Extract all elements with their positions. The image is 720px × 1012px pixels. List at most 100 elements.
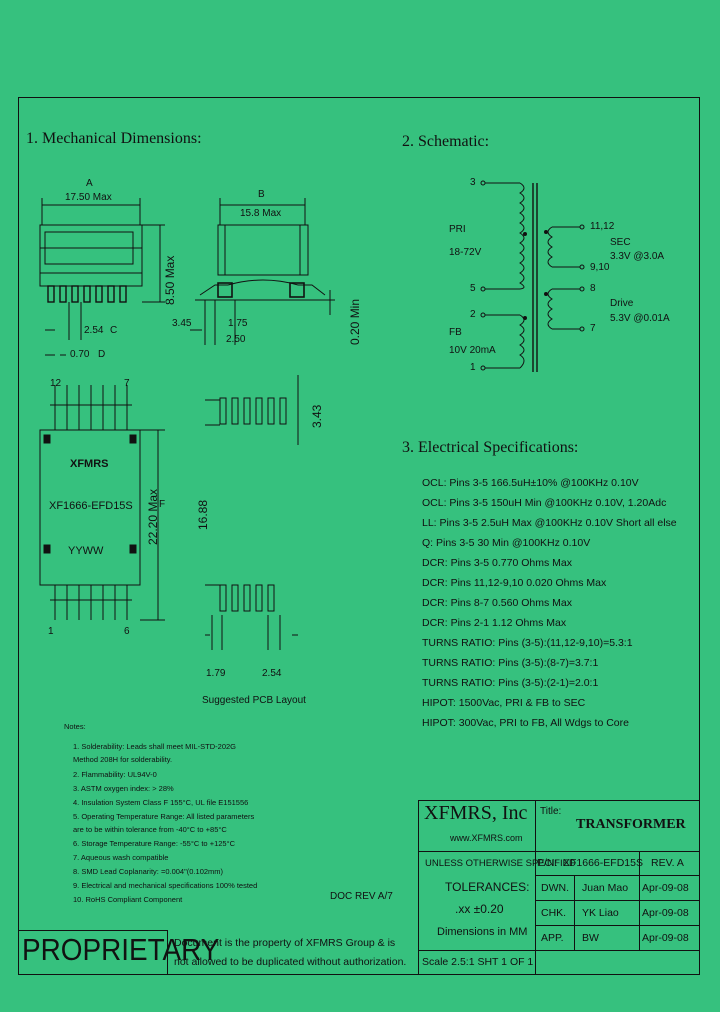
schem-pri: PRI [449, 224, 466, 235]
chk-name: YK Liao [582, 907, 619, 919]
chk-label: CHK. [541, 907, 567, 919]
front-view [39, 198, 165, 356]
note-line: 7. Aqueous wash compatible [73, 853, 169, 862]
schem-sec: SEC [610, 237, 631, 248]
pn-label: P/N: [537, 857, 558, 869]
doc-revision: DOC REV A/7 [330, 891, 393, 902]
spec-line: DCR: Pins 3-5 0.770 Ohms Max [422, 557, 572, 569]
dwn-label: DWN. [541, 882, 569, 894]
spec-line: DCR: Pins 8-7 0.560 Ohms Max [422, 597, 572, 609]
drawing-frame [18, 97, 700, 975]
dwn-name: Juan Mao [582, 882, 629, 894]
proprietary-box [18, 930, 168, 975]
pin-7-label: 7 [124, 378, 130, 389]
spec-line: TURNS RATIO: Pins (3-5):(2-1)=2.0:1 [422, 677, 599, 689]
dim-top-length: 22.20 Max [146, 488, 160, 545]
spec-line: LL: Pins 3-5 2.5uH Max @100KHz 0.10V Sho… [422, 517, 677, 529]
note-line: 8. SMD Lead Coplanarity: =0.004"(0.102mm… [73, 867, 224, 876]
schem-pin-11-12: 11,12 [590, 221, 615, 232]
dim-c-value: 2.54 [84, 325, 104, 336]
note-line: 10. RoHS Compliant Component [73, 895, 183, 904]
schem-pin-3: 3 [470, 177, 476, 188]
note-line: Method 208H for solderability. [73, 755, 173, 764]
title-label: Title: [540, 806, 562, 817]
app-label: APP. [541, 932, 564, 944]
app-date: Apr-09-08 [642, 932, 689, 944]
note-line: 1. Solderability: Leads shall meet MIL-S… [73, 742, 236, 751]
spec-line: OCL: Pins 3-5 150uH Min @100KHz 0.10V, 1… [422, 497, 667, 509]
dim-b-value: 15.8 Max [240, 208, 282, 219]
spec-line: Q: Pins 3-5 30 Min @100KHz 0.10V [422, 537, 591, 549]
proprietary-line-2: not allowed to be duplicated without aut… [174, 956, 407, 968]
pcb-dim-1688: 16.88 [196, 499, 210, 530]
note-line: 4. Insulation System Class F 155°C, UL f… [73, 798, 249, 807]
spec-line: TURNS RATIO: Pins (3-5):(11,12-9,10)=5.3… [422, 637, 633, 649]
schem-fb: FB [449, 327, 462, 338]
top-view [39, 385, 165, 621]
schem-pin-9-10: 9,10 [590, 262, 610, 273]
pin-12-label: 12 [50, 378, 62, 389]
proprietary-line-1: Document is the property of XFMRS Group … [174, 937, 396, 949]
pin-1-label: 1 [48, 626, 54, 637]
schem-pin-1: 1 [470, 362, 476, 373]
marking-brand: XFMRS [70, 458, 109, 470]
schem-drive: Drive [610, 298, 634, 309]
schematic-heading: 2. Schematic: [402, 133, 490, 150]
tolerance-value: .xx ±0.20 [455, 902, 504, 916]
schem-pin-8: 8 [590, 283, 596, 294]
schem-pri-voltage: 18-72V [449, 247, 482, 258]
rev-value: REV. A [651, 857, 684, 869]
spec-line: DCR: Pins 2-1 1.12 Ohms Max [422, 617, 567, 629]
note-line: 6. Storage Temperature Range: -55°C to +… [73, 839, 235, 848]
note-line: 3. ASTM oxygen index: > 28% [73, 784, 174, 793]
dim-a-value: 17.50 Max [65, 192, 112, 203]
note-line: 9. Electrical and mechanical specificati… [73, 881, 258, 890]
spec-line: TURNS RATIO: Pins (3-5):(8-7)=3.7:1 [422, 657, 599, 669]
title-value: TRANSFORMER [576, 817, 686, 832]
dim-d-value: 0.70 [70, 349, 90, 360]
spec-line: HIPOT: 300Vac, PRI to FB, All Wdgs to Co… [422, 717, 629, 729]
pcb-caption: Suggested PCB Layout [202, 695, 306, 706]
pcb-dim-179: 1.79 [206, 668, 226, 679]
dim-pad-175: 1.75 [228, 318, 248, 329]
spec-line: OCL: Pins 3-5 166.5uH±10% @100KHz 0.10V [422, 477, 639, 489]
marking-date-code: YYWW [68, 545, 104, 557]
pn-value: XF1666-EFD15S [563, 857, 643, 869]
dim-height: 8.50 Max [163, 255, 177, 305]
dim-b-label: B [258, 189, 265, 200]
proprietary-label: PROPRIETARY [22, 932, 220, 967]
tolerances-label: TOLERANCES: [445, 880, 530, 894]
schem-pin-2: 2 [470, 309, 476, 320]
spec-line: HIPOT: 1500Vac, PRI & FB to SEC [422, 697, 586, 709]
schem-drive-voltage: 5.3V @0.01A [610, 313, 670, 324]
pcb-layout [205, 375, 299, 650]
pin-6-label: 6 [124, 626, 130, 637]
marking-part: XF1666-EFD15S [49, 500, 133, 512]
pcb-dim-343: 3.43 [310, 404, 324, 428]
company-website: www.XFMRS.com [450, 833, 523, 843]
dim-f-label: F [159, 499, 166, 510]
spec-line: DCR: Pins 11,12-9,10 0.020 Ohms Max [422, 577, 607, 589]
dimensions-units: Dimensions in MM [437, 926, 528, 938]
dwn-date: Apr-09-08 [642, 882, 689, 894]
note-line: 2. Flammability: UL94V-0 [73, 770, 157, 779]
dim-pad-250: 2.50 [226, 334, 246, 345]
dim-pad-345: 3.45 [172, 318, 192, 329]
pcb-dim-254: 2.54 [262, 668, 282, 679]
chk-date: Apr-09-08 [642, 907, 689, 919]
scale-text: Scale 2.5:1 SHT 1 OF 1 [422, 956, 534, 968]
schem-sec-voltage: 3.3V @3.0A [610, 251, 665, 262]
schem-fb-voltage: 10V 20mA [449, 345, 496, 356]
dim-a-label: A [86, 178, 93, 189]
schem-pin-5: 5 [470, 283, 476, 294]
dim-min: 0.20 Min [348, 298, 362, 345]
blank-cell [535, 950, 700, 975]
company-name: XFMRS, Inc [424, 802, 528, 824]
side-view [190, 198, 335, 345]
note-line: 5. Operating Temperature Range: All list… [73, 812, 255, 821]
dim-c-label: C [110, 325, 118, 336]
schem-pin-7: 7 [590, 323, 596, 334]
note-line: are to be within tolerance from -40°C to… [73, 825, 227, 834]
notes-title: Notes: [64, 722, 86, 731]
